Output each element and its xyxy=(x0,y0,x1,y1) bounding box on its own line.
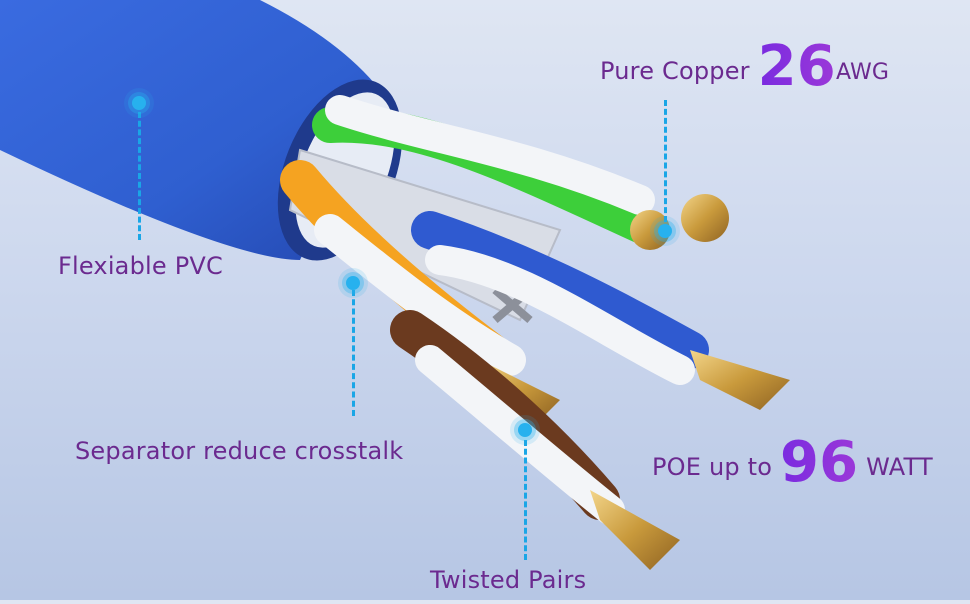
copper-label: Pure Copper 26AWG xyxy=(600,34,889,99)
callout-dot-copper xyxy=(658,224,672,238)
blue-pair xyxy=(411,211,709,369)
pvc-label: Flexiable PVC xyxy=(58,252,223,280)
callout-dot-pvc xyxy=(132,96,146,110)
poe-watt-number: 96 xyxy=(779,430,859,495)
callout-line-copper xyxy=(664,100,667,222)
callout-line-separator xyxy=(352,290,355,416)
copper-label-prefix: Pure Copper xyxy=(600,57,750,85)
separator-label: Separator reduce crosstalk xyxy=(75,437,404,465)
twisted-pairs-label: Twisted Pairs xyxy=(430,566,587,594)
callout-line-pvc xyxy=(138,112,141,240)
callout-dot-separator xyxy=(346,276,360,290)
poe-label-prefix: POE up to xyxy=(652,453,773,481)
poe-label: POE up to 96 WATT xyxy=(652,430,933,495)
copper-gauge-number: 26 xyxy=(757,34,836,99)
poe-label-suffix: WATT xyxy=(866,453,933,481)
callout-dot-twisted xyxy=(518,423,532,437)
callout-line-twisted xyxy=(524,440,527,560)
copper-label-suffix: AWG xyxy=(835,60,890,85)
